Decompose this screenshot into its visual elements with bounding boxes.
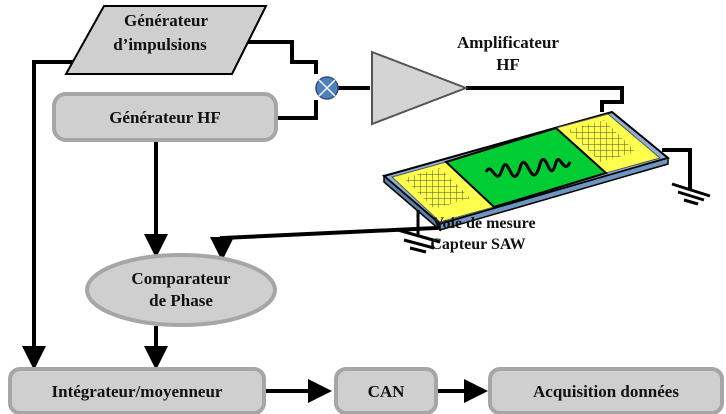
wire-sensor-to-comparator: [210, 192, 438, 261]
pulse-generator-label-2: d’impulsions: [113, 35, 207, 54]
adc-label: CAN: [368, 382, 406, 401]
mixer-icon: [315, 76, 339, 100]
phase-comparator-block: Comparateur de Phase: [85, 253, 277, 327]
saw-sensor-icon: [381, 110, 671, 236]
hf-generator-label: Générateur HF: [109, 108, 221, 127]
ground-icon: [397, 228, 441, 254]
wire-sensor-ground-right: [662, 148, 692, 190]
amplifier-label-2: HF: [496, 55, 520, 74]
wire-amplifier-to-sensor: [466, 86, 624, 112]
integrator-label: Intégrateur/moyenneur: [52, 382, 223, 401]
wire-hf-to-mixer: [276, 100, 318, 120]
pulse-generator-label-1: Générateur: [124, 11, 208, 30]
wire-pulse-to-integrator: [22, 60, 84, 370]
adc-block: CAN: [334, 367, 438, 414]
ground-icon: [671, 182, 711, 206]
amplifier-block: Amplificateur HF: [371, 33, 559, 126]
phase-comparator-label-1: Comparateur: [131, 269, 231, 288]
acquisition-label: Acquisition données: [533, 382, 679, 401]
integrator-block: Intégrateur/moyenneur: [8, 367, 266, 414]
acquisition-block: Acquisition données: [488, 367, 724, 414]
sensor-label-2: Capteur SAW: [430, 236, 525, 253]
amplifier-label-1: Amplificateur: [457, 33, 559, 52]
phase-comparator-label-2: de Phase: [149, 291, 213, 310]
pulse-generator-block: Générateur d’impulsions: [64, 5, 268, 75]
saw-wave: [484, 157, 572, 178]
sensor-label-1: Voie de mesure: [432, 215, 535, 232]
amplifier-triangle-icon: [371, 50, 469, 126]
hf-generator-block: Générateur HF: [52, 92, 278, 142]
wire-pulse-to-mixer: [240, 40, 318, 74]
